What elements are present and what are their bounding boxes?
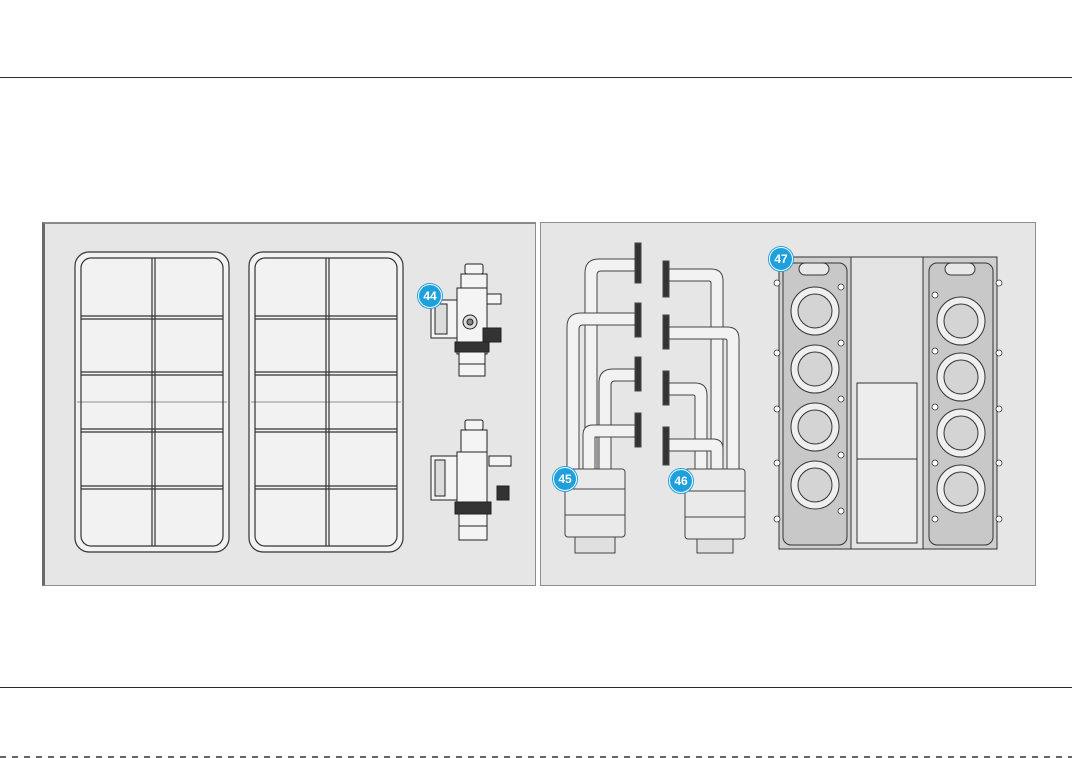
callout-44: 44 [418, 284, 442, 308]
right-panel-drawing [541, 223, 1035, 585]
grid-frame-2 [249, 252, 403, 552]
engine-block-47 [774, 257, 1002, 549]
grid-frame-1 [75, 252, 229, 552]
left-panel-drawing [45, 224, 536, 586]
parts-panel-left: 44 [42, 222, 536, 586]
callout-46: 46 [669, 469, 693, 493]
callout-45: 45 [553, 467, 577, 491]
valve-icon-2 [431, 420, 511, 540]
callout-47: 47 [769, 247, 793, 271]
pipe-assembly-45 [565, 243, 641, 553]
bottom-rule [0, 687, 1072, 688]
pipe-assembly-46 [663, 261, 745, 553]
parts-panel-right: 45 46 47 [540, 222, 1036, 586]
top-rule [0, 77, 1072, 78]
valve-icon-1 [431, 264, 501, 376]
